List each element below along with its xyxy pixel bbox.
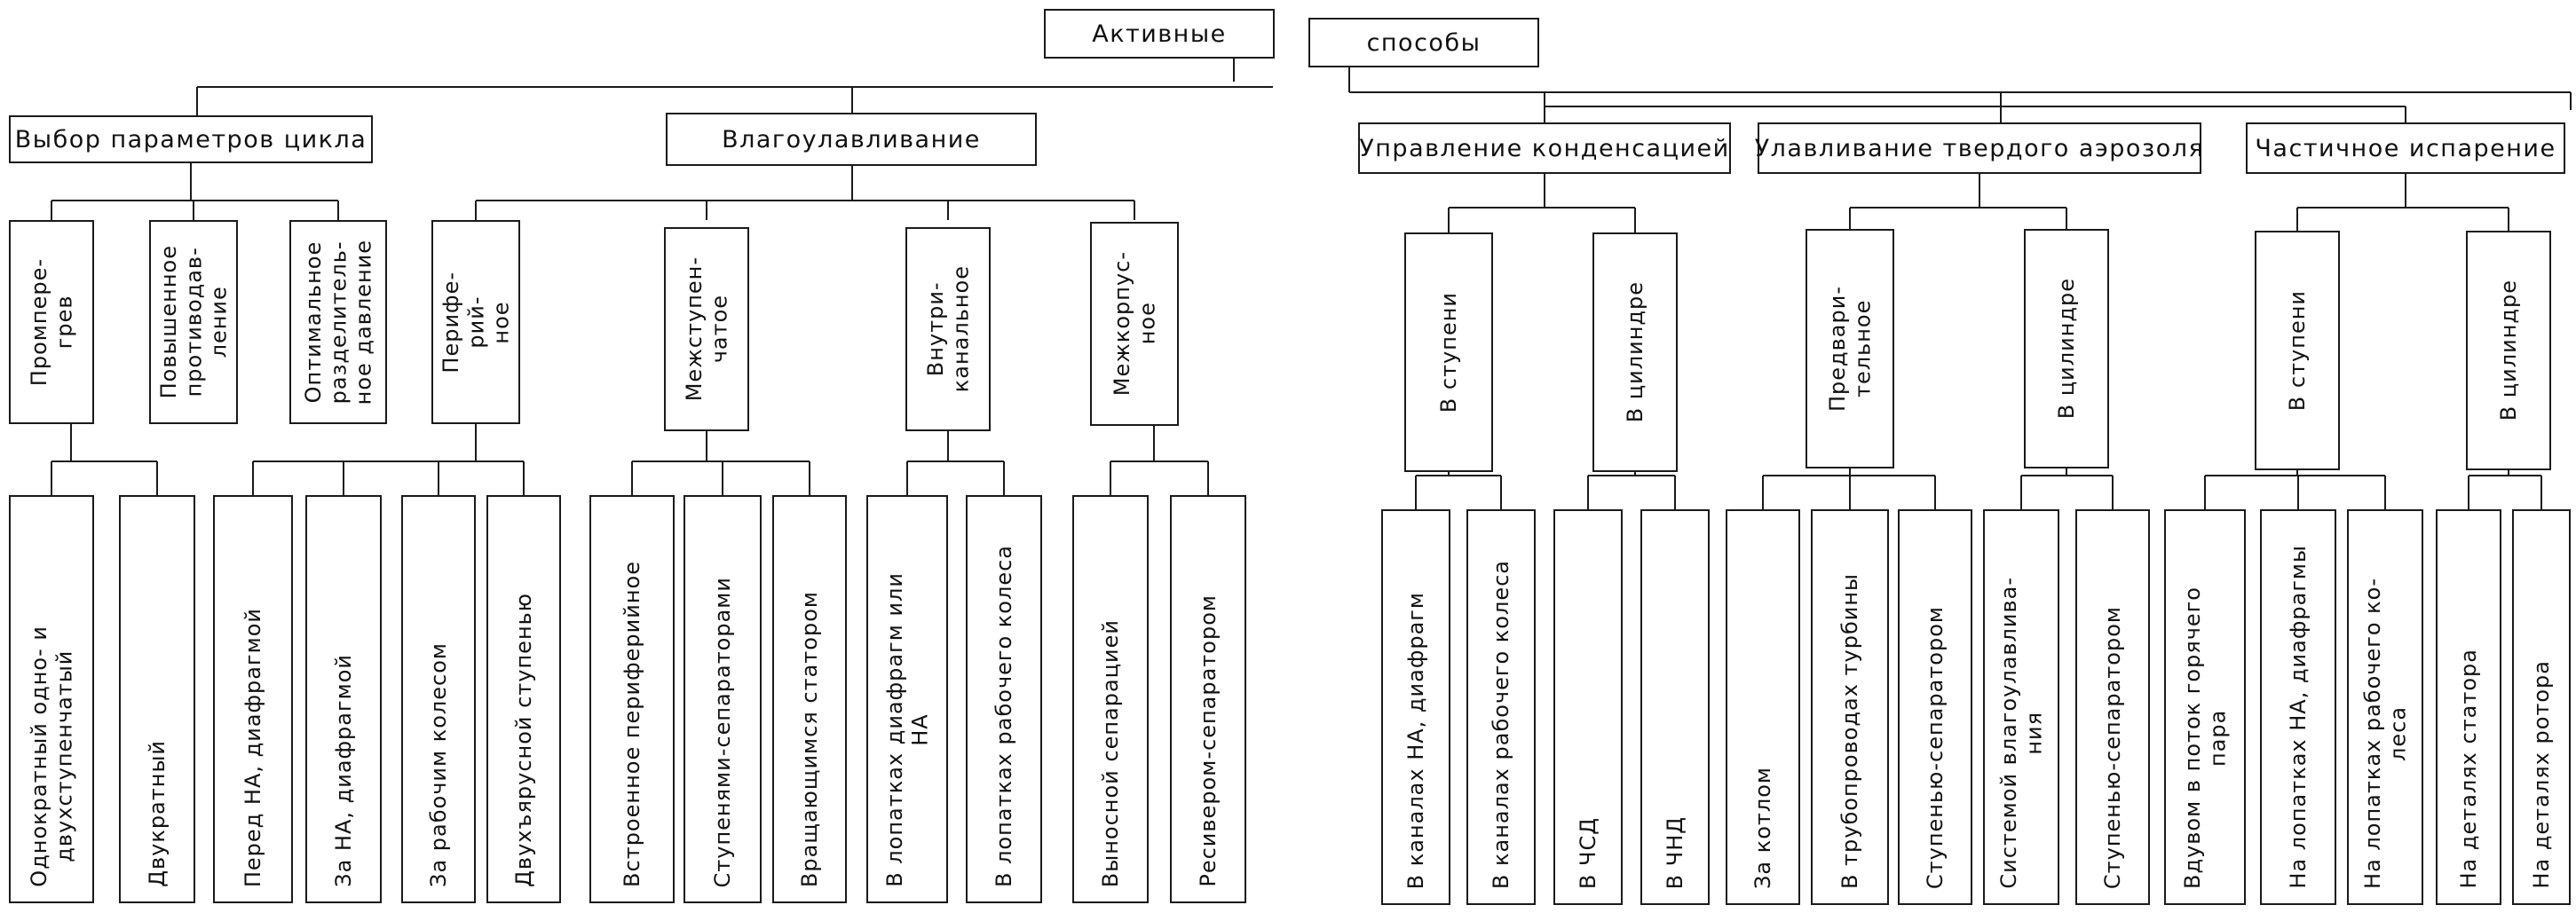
category-solid-aerosol: Улавливание твердого аэрозоля [1755,122,2203,174]
method-built-in-peripheral: Встроенное периферийное [589,495,675,903]
header-right-box: способы [1308,18,1539,67]
method-label: В лопатках диафрагм или НА [881,572,932,887]
method-receiver-separator: Ресивером-сепаратором [1170,495,1246,903]
subcategory-backpressure: Повышенное противодав- ление [149,220,238,424]
method-label: На деталях ротора [2528,660,2554,889]
subcategory-label: В цилиндре [1622,281,1648,423]
subcategory-label: Промпере- грев [26,257,76,387]
method-wheel-channels: В каналах рабочего колеса [1466,509,1536,905]
method-label: Вдувом в поток горячего пара [2179,586,2230,889]
method-label: Двухъярусной ступенью [510,593,536,887]
subcategory-label: В цилиндре [2495,279,2521,421]
subcategory-condensation-stage: В ступени [1404,232,1493,472]
method-after-wheel: За рабочим колесом [401,495,476,903]
category-partial-evaporation: Частичное испарение [2246,122,2565,174]
subcategory-intercasing: Межкорпус- ное [1090,222,1179,426]
method-label: За НА, диафрагмой [330,654,356,887]
subcategory-label: Внутри- канальное [922,265,973,393]
subcategory-aerosol-cylinder: В цилиндре [2024,229,2109,468]
method-double-reheat: Двукратный [119,495,195,903]
method-stator-parts: На деталях статора [2436,509,2501,905]
method-lp-section: В ЧНД [1640,509,1710,905]
subcategory-label: Межступен- чатое [681,256,731,402]
method-after-boiler: За котлом [1726,509,1800,905]
subcategory-label: Перифе- рий- ное [438,271,514,374]
method-label: В ЧСД [1575,816,1600,889]
method-label: Выносной сепарацией [1097,618,1123,887]
method-wheel-blades: В лопатках рабочего колеса [966,495,1042,903]
method-label: Двукратный [144,740,170,887]
subcategory-evaporation-cylinder: В цилиндре [2466,231,2551,470]
category-label: Управление конденсацией [1359,134,1730,162]
method-label: Ступенями-сепараторами [709,576,735,888]
method-rotor-parts: На деталях ротора [2512,509,2571,905]
method-diaphragm-blades: В лопатках диафрагм или НА [866,495,948,903]
method-label: Ступенью-сепаратором [2099,605,2125,889]
method-wheel-blades-heating: На лопатках рабочего ко- леса [2347,509,2423,905]
subcategory-peripheral: Перифе- рий- ное [431,220,520,424]
subcategory-label: В цилиндре [2053,278,2079,420]
method-after-na: За НА, диафрагмой [305,495,382,903]
method-label: Ресивером-сепаратором [1195,594,1221,887]
header-right-label: способы [1366,28,1482,57]
category-label: Влагоулавливание [722,125,981,153]
method-label: В лопатках рабочего колеса [991,544,1016,887]
method-label: Ступенью-сепаратором [1922,605,1948,889]
method-label: Перед НА, диафрагмой [240,607,265,887]
subcategory-condensation-cylinder: В цилиндре [1592,232,1678,472]
category-label: Частичное испарение [2255,134,2556,162]
subcategory-label: Межкорпус- ное [1109,251,1159,397]
method-separator-stage-b: Ступенью-сепаратором [2075,509,2150,905]
category-cycle-params: Выбор параметров цикла [9,115,373,163]
method-rotating-stator: Вращающимся статором [772,495,847,903]
method-label: В каналах НА, диафрагм [1403,591,1428,889]
header-left-label: Активные [1092,20,1227,48]
subcategory-interstage: Межступен- чатое [664,227,749,431]
method-label: На деталях статора [2455,649,2481,889]
method-label: Встроенное периферийное [619,561,644,887]
category-label: Улавливание твердого аэрозоля [1754,134,2205,162]
method-turbine-pipelines: В трубопроводах турбины [1811,509,1889,905]
method-label: Однократный одно- и двухступенчатый [26,626,76,887]
category-condensation-control: Управление конденсацией [1358,122,1731,174]
subcategory-reheat: Промпере- грев [9,220,94,424]
category-label: Выбор параметров цикла [14,125,367,153]
subcategory-label: В ступени [1435,291,1461,413]
header-left-box: Активные [1044,9,1275,59]
method-separator-stage-a: Ступенью-сепаратором [1898,509,1972,905]
method-before-na: Перед НА, диафрагмой [213,495,293,903]
method-separator-stages: Ступенями-сепараторами [684,495,762,903]
category-moisture-removal: Влагоулавливание [666,113,1037,166]
method-label: Системой влагоулавлива- ния [1995,577,2046,889]
subcategory-label: В ступени [2284,289,2310,412]
method-na-channels: В каналах НА, диафрагм [1381,509,1450,905]
method-single-reheat: Однократный одно- и двухступенчатый [9,495,94,903]
subcategory-label: Оптимальное разделитель- ное давление [300,239,376,405]
subcategory-intrachannel: Внутри- канальное [905,227,991,431]
subcategory-label: Предвари- тельное [1824,286,1875,412]
method-label: В каналах рабочего колеса [1488,559,1513,889]
method-label: В ЧНД [1662,815,1687,889]
method-ihp-section: В ЧСД [1553,509,1623,905]
subcategory-label: Повышенное противодав- ление [155,245,232,399]
method-label: Вращающимся статором [796,590,822,887]
method-moisture-system: Системой влагоулавлива- ния [1983,509,2059,905]
method-label: На лопатках НА, диафрагмы [2285,545,2311,889]
method-two-tier-stage: Двухъярусной ступенью [486,495,561,903]
method-label: За рабочим колесом [425,642,451,887]
method-hot-steam-injection: Вдувом в поток горячего пара [2164,509,2246,905]
method-label: На лопатках рабочего ко- леса [2359,578,2410,889]
method-label: В трубопроводах турбины [1837,572,1862,889]
method-label: За котлом [1750,766,1775,889]
subcategory-evaporation-stage: В ступени [2255,231,2340,470]
subcategory-aerosol-preliminary: Предвари- тельное [1806,229,1894,468]
method-na-blades-heating: На лопатках НА, диафрагмы [2260,509,2336,905]
method-external-separation: Выносной сепарацией [1072,495,1149,903]
subcategory-optimal-pressure: Оптимальное разделитель- ное давление [289,220,387,424]
